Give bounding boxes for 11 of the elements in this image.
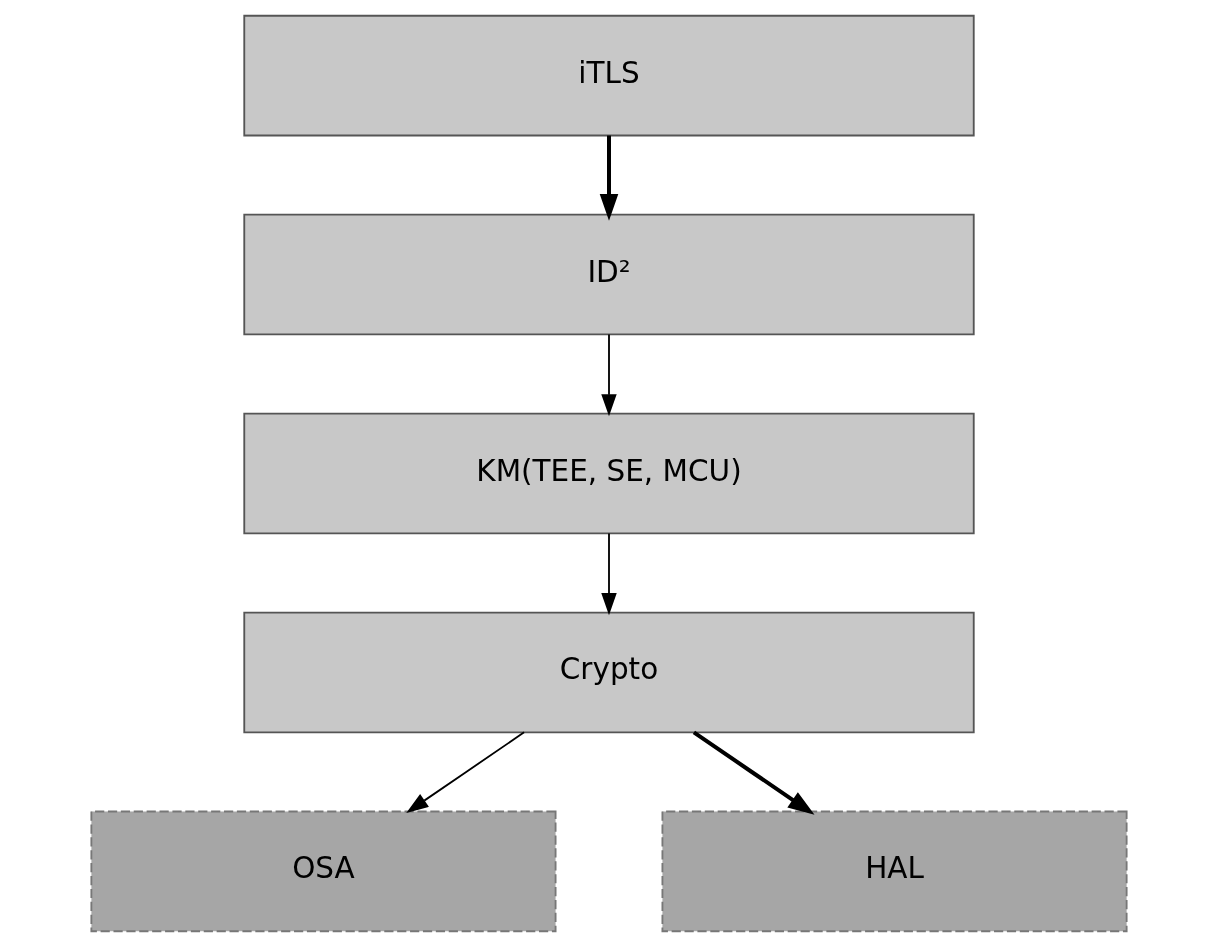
arrow — [692, 730, 814, 815]
arrow — [600, 532, 617, 616]
node-box: KM(TEE, SE, MCU) — [242, 412, 975, 535]
node-box: OSA — [89, 810, 556, 933]
node-box: ID² — [242, 213, 975, 336]
arrow — [405, 731, 525, 813]
node-box: iTLS — [242, 14, 975, 137]
arrow — [599, 135, 618, 221]
node-box: Crypto — [242, 611, 975, 734]
node-box: HAL — [661, 810, 1128, 933]
arrow — [600, 333, 617, 417]
